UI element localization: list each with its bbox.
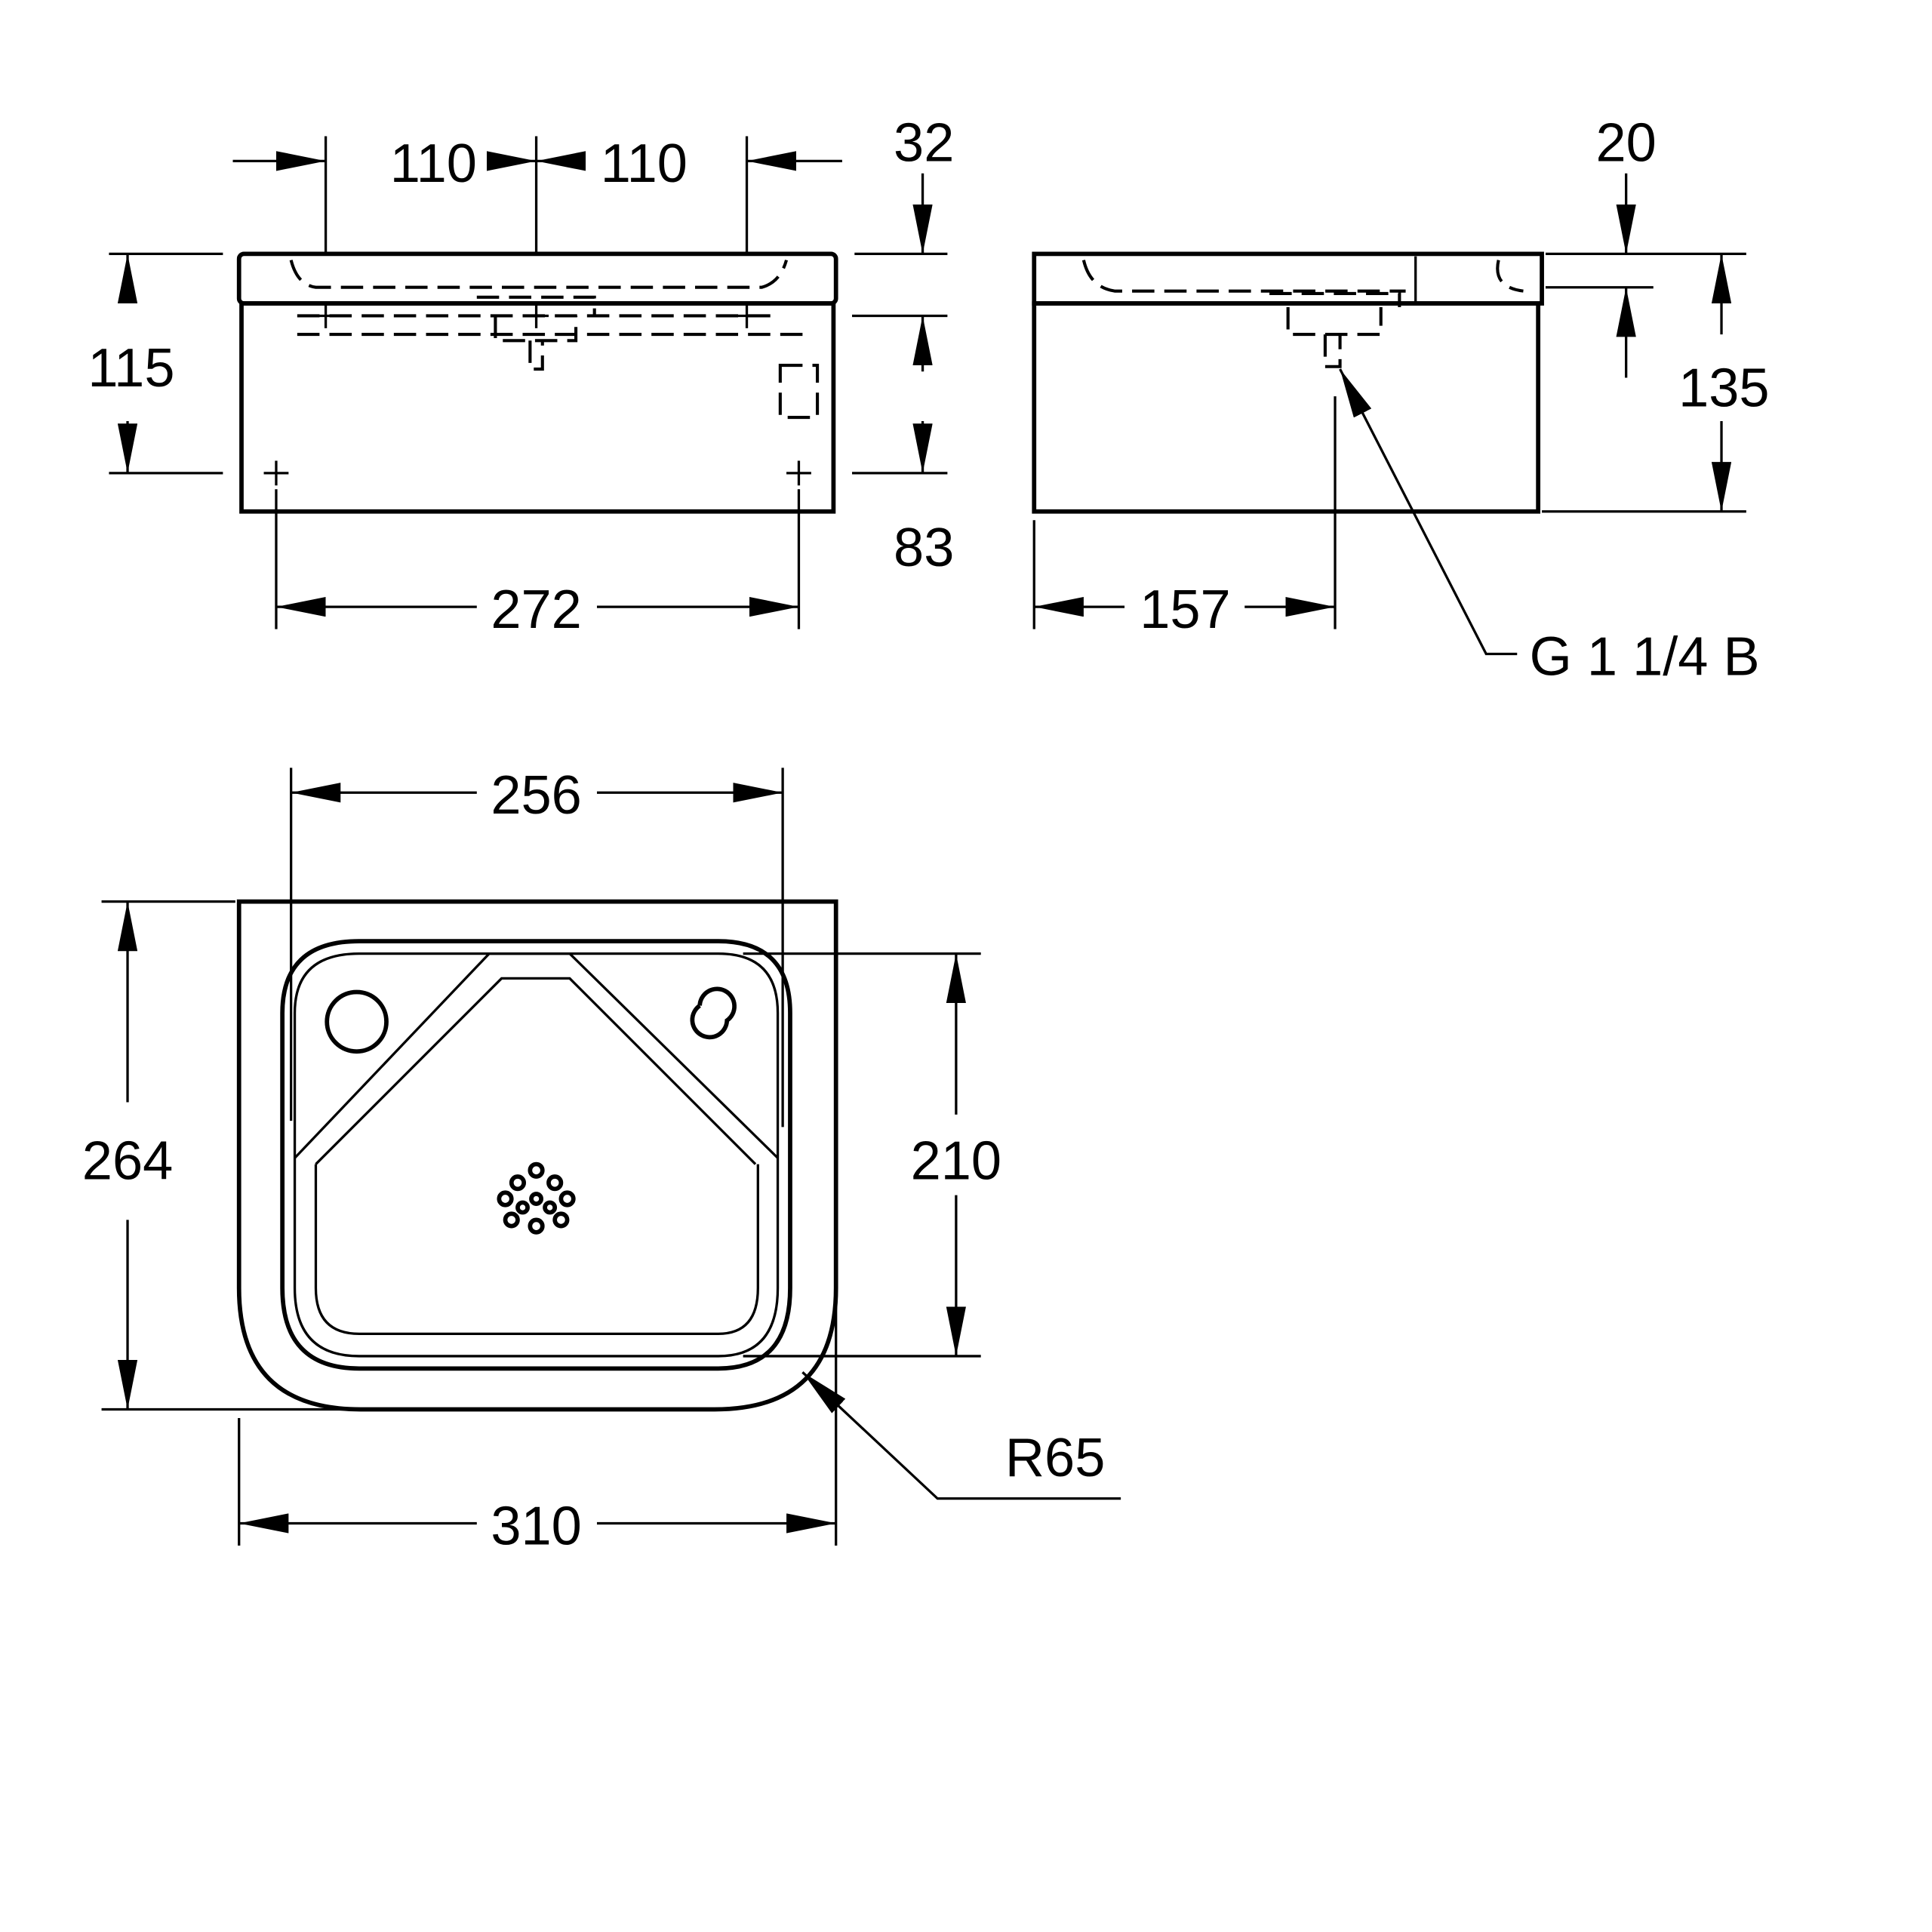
dim-width-310: 310 (491, 1496, 581, 1556)
plan-view: 256 264 210 310 R65 (82, 765, 1121, 1556)
basin-inner (294, 952, 779, 1336)
dim-height-83: 83 (894, 518, 954, 578)
dim-height-135: 135 (1678, 358, 1769, 418)
plan-outline (236, 899, 838, 1412)
dim-rim: 20 (1596, 112, 1657, 173)
side-rim (1032, 251, 1544, 306)
side-body (1032, 301, 1541, 514)
side-dimension-lines (1032, 173, 1746, 656)
dim-inner-width-256: 256 (491, 765, 581, 826)
thread-label: G 1 1/4 B (1530, 626, 1760, 687)
hole-markers (263, 303, 811, 486)
plan-dimension-lines (101, 768, 1121, 1546)
dim-right-offset: 110 (601, 134, 688, 194)
front-basin-hidden (289, 260, 789, 289)
front-view: 110 110 32 115 83 272 (88, 112, 954, 640)
dim-inner-depth-210: 210 (911, 1131, 1001, 1191)
side-basin-hidden (1081, 260, 1524, 293)
tap-hole (325, 989, 389, 1054)
front-drain-hidden (297, 295, 811, 371)
dim-width-272: 272 (491, 580, 581, 640)
dim-left-offset: 110 (390, 134, 477, 194)
dim-depth-264: 264 (82, 1131, 173, 1191)
radius-label: R65 (1005, 1428, 1105, 1488)
side-drain-hidden (1269, 291, 1401, 368)
dim-height-115: 115 (88, 338, 174, 398)
front-rim (236, 251, 838, 306)
overflow-icon (690, 986, 737, 1040)
front-dimension-lines (109, 136, 948, 629)
side-view: 20 135 157 G 1 1/4 B (1032, 112, 1770, 687)
dim-rim-top: 32 (894, 112, 954, 173)
dim-depth-157: 157 (1140, 580, 1230, 640)
overflow-hidden (778, 364, 820, 420)
drain-strainer (497, 1161, 576, 1235)
basin-outer (280, 939, 792, 1371)
